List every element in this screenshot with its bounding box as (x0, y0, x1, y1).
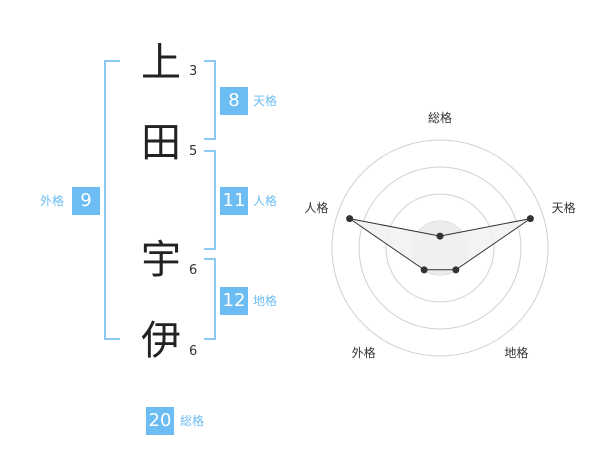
jinkaku-bracket (204, 150, 216, 250)
radar-axis-label-4: 外格 (352, 345, 376, 360)
radar-point-2 (526, 215, 534, 223)
gaikaku-label: 外格 (40, 194, 65, 208)
tenkaku-bracket (204, 60, 216, 140)
chikaku-badge: 12 (220, 287, 248, 315)
name-char-2: 田 (141, 120, 181, 166)
tenkaku-label: 天格 (253, 94, 278, 108)
chikaku-label: 地格 (253, 294, 278, 308)
radar-ring (358, 166, 522, 330)
gaikaku-badge: 9 (72, 187, 100, 215)
radar-point-5 (346, 215, 354, 223)
radar-ring (331, 139, 549, 357)
soukaku-label: 総格 (180, 414, 205, 428)
name-char-1: 上 (141, 40, 181, 86)
radar-axis-label-1: 総格 (428, 110, 452, 125)
stroke-count-1: 3 (189, 64, 198, 79)
stroke-count-2: 5 (189, 144, 198, 159)
radar-axis-label-5: 人格 (304, 200, 328, 215)
radar-ring (385, 193, 495, 303)
tenkaku-badge: 8 (220, 87, 248, 115)
jinkaku-badge: 11 (220, 187, 248, 215)
name-char-3: 宇 (141, 237, 181, 283)
radar-axis-label-3: 地格 (504, 345, 528, 360)
radar-point-3 (452, 266, 460, 274)
stroke-count-4: 6 (189, 344, 198, 359)
gaikaku-bracket (104, 60, 120, 340)
jinkaku-label: 人格 (253, 194, 278, 208)
radar-polygon (349, 218, 531, 271)
soukaku-badge: 20 (146, 407, 174, 435)
radar-point-4 (420, 266, 428, 274)
chikaku-bracket (204, 258, 216, 340)
radar-axis-label-2: 天格 (552, 200, 576, 215)
name-char-4: 伊 (141, 318, 181, 364)
radar-point-1 (436, 232, 444, 240)
stroke-count-3: 6 (189, 263, 198, 278)
